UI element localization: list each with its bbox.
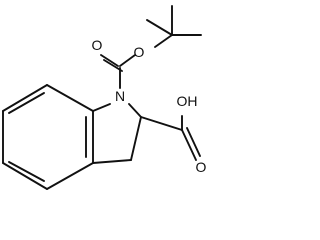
carboxylic-acid-group: [140, 115, 201, 161]
bond-inner-c4-c5: [8, 161, 45, 182]
carbamate-group: [100, 54, 136, 89]
bond-carbonyl-double-a: [100, 54, 119, 67]
bond-c3-c3a: [92, 159, 132, 164]
bond-tbutyl-oxygen: [154, 34, 173, 48]
bond-c2-c3: [130, 116, 142, 161]
atom-label-ester-oxygen: O: [134, 44, 145, 60]
chemical-structure: O O N OH O: [2, 5, 207, 190]
bond-acid-carbonyl-b: [186, 127, 201, 157]
atom-label-carbonyl-oxygen: O: [92, 37, 103, 53]
atom-label-acid-hydroxyl: OH: [177, 93, 198, 109]
pyrrolidine-ring: [92, 103, 142, 164]
bond-inner-c6-c7: [8, 92, 45, 114]
bond-carbonyl-double-b: [103, 59, 123, 72]
bond-c7-c7a: [46, 84, 94, 112]
bond-c6-c7: [2, 84, 48, 112]
bond-c2-acid-carbon: [140, 116, 183, 131]
tert-butyl-group: [146, 5, 202, 48]
benzene-ring: [2, 84, 94, 190]
atom-label-acid-carbonyl-oxygen: O: [196, 159, 207, 175]
bond-ester-oxygen-carbonyl: [119, 54, 136, 67]
bond-tbutyl-methyl-left: [146, 19, 173, 36]
bond-c4-c5: [2, 162, 48, 190]
bond-c3a-c4: [46, 162, 94, 190]
bond-acid-carbonyl-a: [181, 129, 197, 161]
bond-nitrogen-c7a: [92, 103, 111, 112]
atom-label-nitrogen: N: [115, 88, 125, 104]
bond-nitrogen-c2: [128, 103, 142, 118]
